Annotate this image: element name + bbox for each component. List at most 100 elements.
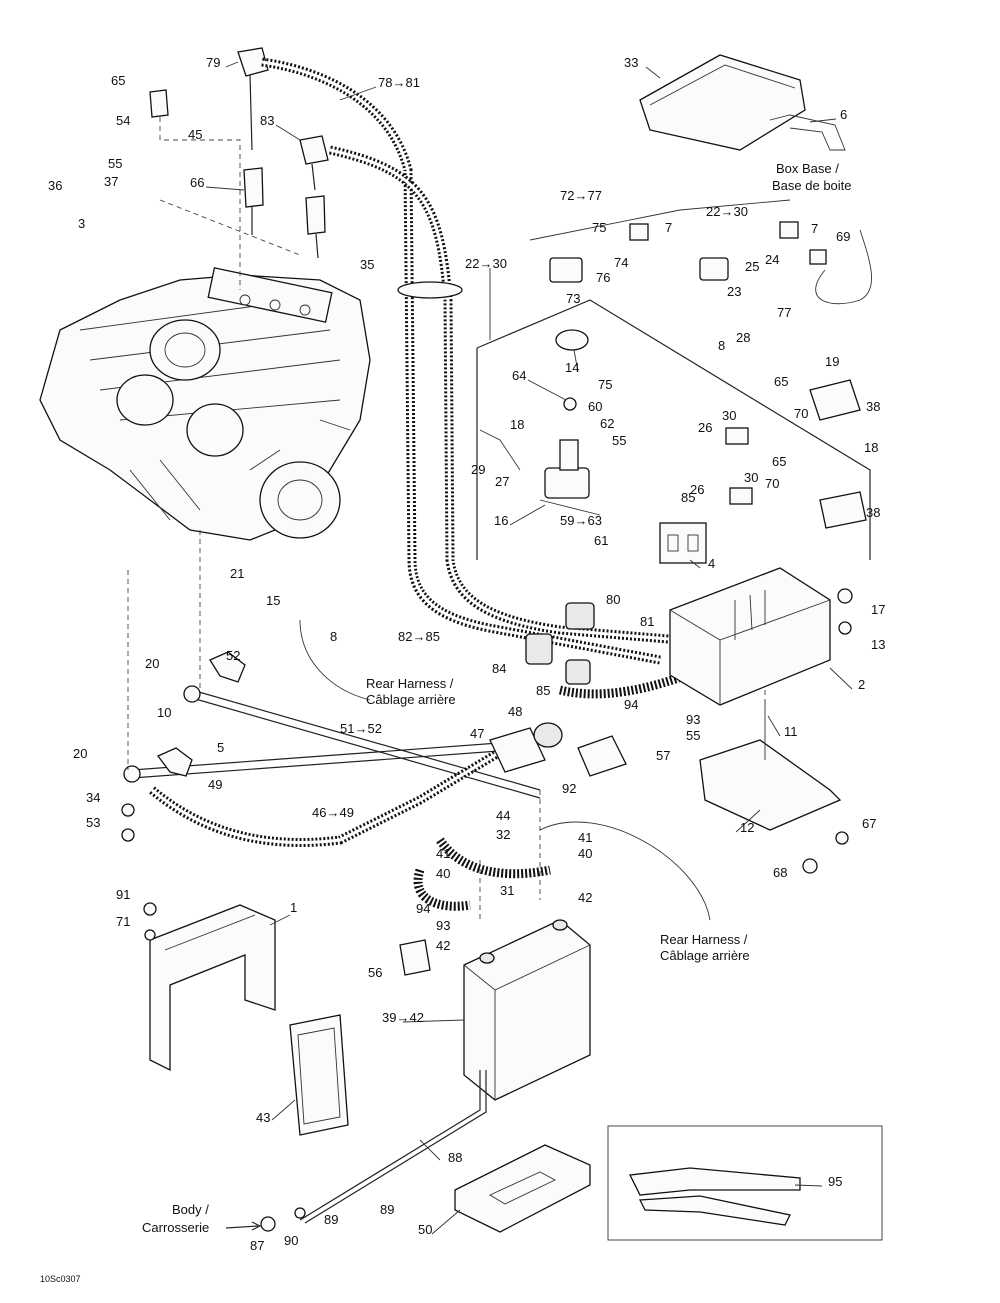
callout-47: 30 [744, 470, 758, 485]
callout-64: 84 [492, 661, 506, 676]
callout-7: 37 [104, 174, 118, 189]
callout-66: 52 [226, 648, 240, 663]
callout-39: 62 [600, 416, 614, 431]
callout-103: 39→42 [382, 1010, 424, 1025]
callout-25: 25 [745, 259, 759, 274]
callout-105: 88 [448, 1150, 462, 1165]
callout-107: 89 [380, 1202, 394, 1217]
callout-31: 19 [825, 354, 839, 369]
callout-74: 47 [470, 726, 484, 741]
callout-48: 70 [765, 476, 779, 491]
callout-95: 42 [578, 890, 592, 905]
callout-55: 4 [708, 556, 715, 571]
callout-18: 74 [614, 255, 628, 270]
callout-21: 22→30 [706, 204, 748, 219]
callout-60: 8 [330, 629, 337, 644]
callout-15: 72→77 [560, 188, 602, 203]
callout-35: 70 [794, 406, 808, 421]
callout-106: 95 [828, 1174, 842, 1189]
callout-57: 15 [266, 593, 280, 608]
callout-20: 73 [566, 291, 580, 306]
callout-92: 40 [436, 866, 450, 881]
callout-17: 75 [592, 220, 606, 235]
callout-100: 93 [436, 918, 450, 933]
callout-13: 33 [624, 55, 638, 70]
battery-cables [123, 530, 766, 921]
callout-71: 10 [157, 705, 171, 720]
callout-76: 11 [784, 724, 798, 739]
callout-43: 18 [864, 440, 878, 455]
callout-24: 24 [765, 252, 779, 267]
callout-102: 56 [368, 965, 382, 980]
rear-harness-label-1-fr: Câblage arrière [366, 692, 456, 707]
callout-9: 66 [190, 175, 204, 190]
callout-23: 69 [836, 229, 850, 244]
callout-70: 93 [686, 712, 700, 727]
battery-assembly [121, 803, 591, 1233]
callout-27: 77 [777, 305, 791, 320]
callout-4: 45 [188, 127, 202, 142]
callout-110: 90 [284, 1233, 298, 1248]
callout-2: 65 [111, 73, 125, 88]
callout-67: 2 [858, 677, 865, 692]
callout-54: 61 [594, 533, 608, 548]
callout-69: 94 [624, 697, 638, 712]
box-base-label-fr: Base de boite [772, 178, 852, 193]
callout-91: 41 [436, 846, 450, 861]
callout-93: 68 [773, 865, 787, 880]
callout-8: 36 [48, 178, 62, 193]
callout-111: 87 [250, 1238, 264, 1253]
callout-0: 79 [206, 55, 220, 70]
callout-22: 7 [811, 221, 818, 236]
callout-81: 92 [562, 781, 576, 796]
callout-84: 44 [496, 808, 510, 823]
callout-49: 26 [690, 482, 704, 497]
callout-26: 23 [727, 284, 741, 299]
callout-97: 1 [290, 900, 297, 915]
callout-68: 85 [536, 683, 550, 698]
callout-98: 94 [416, 901, 430, 916]
callout-99: 71 [116, 914, 130, 929]
callout-29: 28 [736, 330, 750, 345]
callout-6: 55 [108, 156, 122, 171]
callout-10: 3 [78, 216, 85, 231]
callout-101: 42 [436, 938, 450, 953]
callout-80: 49 [208, 777, 222, 792]
electrical-box [476, 54, 872, 874]
callout-104: 43 [256, 1110, 270, 1125]
callout-50: 16 [494, 513, 508, 528]
callout-28: 8 [718, 338, 725, 353]
drawing-id: 10Sc0307 [40, 1274, 81, 1284]
body-label-fr: Carrosserie [142, 1220, 209, 1235]
rear-harness-label-2-fr: Câblage arrière [660, 948, 750, 963]
callout-30: 14 [565, 360, 579, 375]
callout-72: 48 [508, 704, 522, 719]
callout-87: 67 [862, 816, 876, 831]
callout-89: 41 [578, 830, 592, 845]
callout-16: 7 [665, 220, 672, 235]
engine-illustration [39, 267, 371, 541]
callout-75: 55 [686, 728, 700, 743]
callout-63: 13 [871, 637, 885, 652]
callout-85: 32 [496, 827, 510, 842]
callout-11: 35 [360, 257, 374, 272]
leader-lines [205, 61, 853, 1235]
callout-36: 38 [866, 399, 880, 414]
callout-5: 83 [260, 113, 274, 128]
callout-45: 27 [495, 474, 509, 489]
callout-78: 57 [656, 748, 670, 763]
callout-82: 34 [86, 790, 100, 805]
spark-plug-assembly [149, 47, 329, 290]
callout-90: 40 [578, 846, 592, 861]
callout-79: 20 [73, 746, 87, 761]
callout-108: 89 [324, 1212, 338, 1227]
callout-94: 31 [500, 883, 514, 898]
callout-65: 20 [145, 656, 159, 671]
callout-61: 82→85 [398, 629, 440, 644]
callout-37: 18 [510, 417, 524, 432]
callout-73: 51→52 [340, 721, 382, 736]
callout-40: 55 [612, 433, 626, 448]
callout-88: 53 [86, 815, 100, 830]
